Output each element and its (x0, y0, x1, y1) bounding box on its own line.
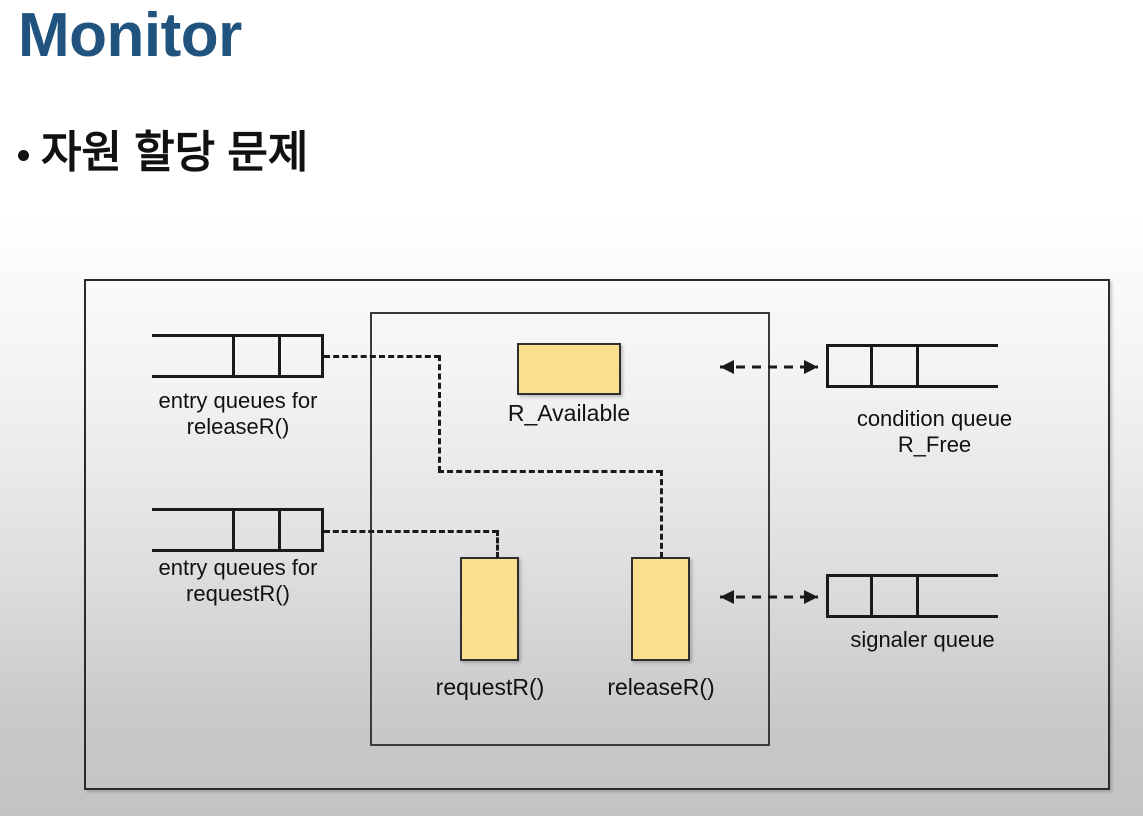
monitor-outer-frame (84, 279, 1110, 790)
entry-queue-requestr-label: entry queues for requestR() (158, 555, 318, 607)
queue-end-edge (321, 334, 324, 378)
queue-rail-bottom (152, 375, 324, 378)
procedure-label-releaser: releaseR() (607, 674, 715, 700)
signaler-queue (826, 574, 998, 618)
queue-rail-bottom (826, 385, 998, 388)
bullet-item: 자원 할당 문제 (18, 128, 308, 179)
connector-requestr-seg1 (324, 530, 498, 533)
queue-cell-divider (278, 334, 281, 378)
arrow-signaler-queue (720, 590, 818, 604)
queue-cell-divider (278, 508, 281, 552)
queue-rail-top (826, 344, 998, 347)
condition-queue-label: condition queue R_Free (856, 406, 1013, 458)
queue-cell-divider (916, 344, 919, 388)
connector-releaser-seg1 (324, 355, 440, 358)
entry-queue-releaser (152, 334, 324, 378)
procedure-box-requestr (460, 557, 519, 661)
connector-releaser-seg4 (660, 470, 663, 558)
queue-rail-top (826, 574, 998, 577)
page-title: Monitor (18, 1, 242, 70)
queue-rail-bottom (826, 615, 998, 618)
procedure-label-requestr: requestR() (435, 674, 545, 700)
bullet-item-label: 자원 할당 문제 (41, 128, 309, 177)
queue-end-edge (321, 508, 324, 552)
bullet-dot-icon (18, 149, 29, 161)
connector-releaser-seg3 (438, 470, 662, 473)
arrow-condition-queue (720, 360, 818, 374)
queue-end-edge (826, 574, 829, 618)
queue-cell-divider (232, 334, 235, 378)
signaler-queue-label: signaler queue (850, 627, 995, 652)
shared-variable-label: R_Available (507, 400, 631, 426)
queue-cell-divider (870, 574, 873, 618)
connector-requestr-seg2 (496, 530, 499, 558)
entry-queue-requestr (152, 508, 324, 552)
queue-cell-divider (870, 344, 873, 388)
queue-rail-top (152, 508, 324, 511)
queue-rail-top (152, 334, 324, 337)
condition-queue-rfree (826, 344, 998, 388)
queue-rail-bottom (152, 549, 324, 552)
queue-end-edge (826, 344, 829, 388)
connector-releaser-seg2 (438, 355, 441, 472)
monitor-inner-frame (370, 312, 770, 746)
shared-variable-box (517, 343, 621, 395)
entry-queue-releaser-label: entry queues for releaseR() (158, 388, 318, 440)
queue-cell-divider (916, 574, 919, 618)
procedure-box-releaser (631, 557, 690, 661)
queue-cell-divider (232, 508, 235, 552)
